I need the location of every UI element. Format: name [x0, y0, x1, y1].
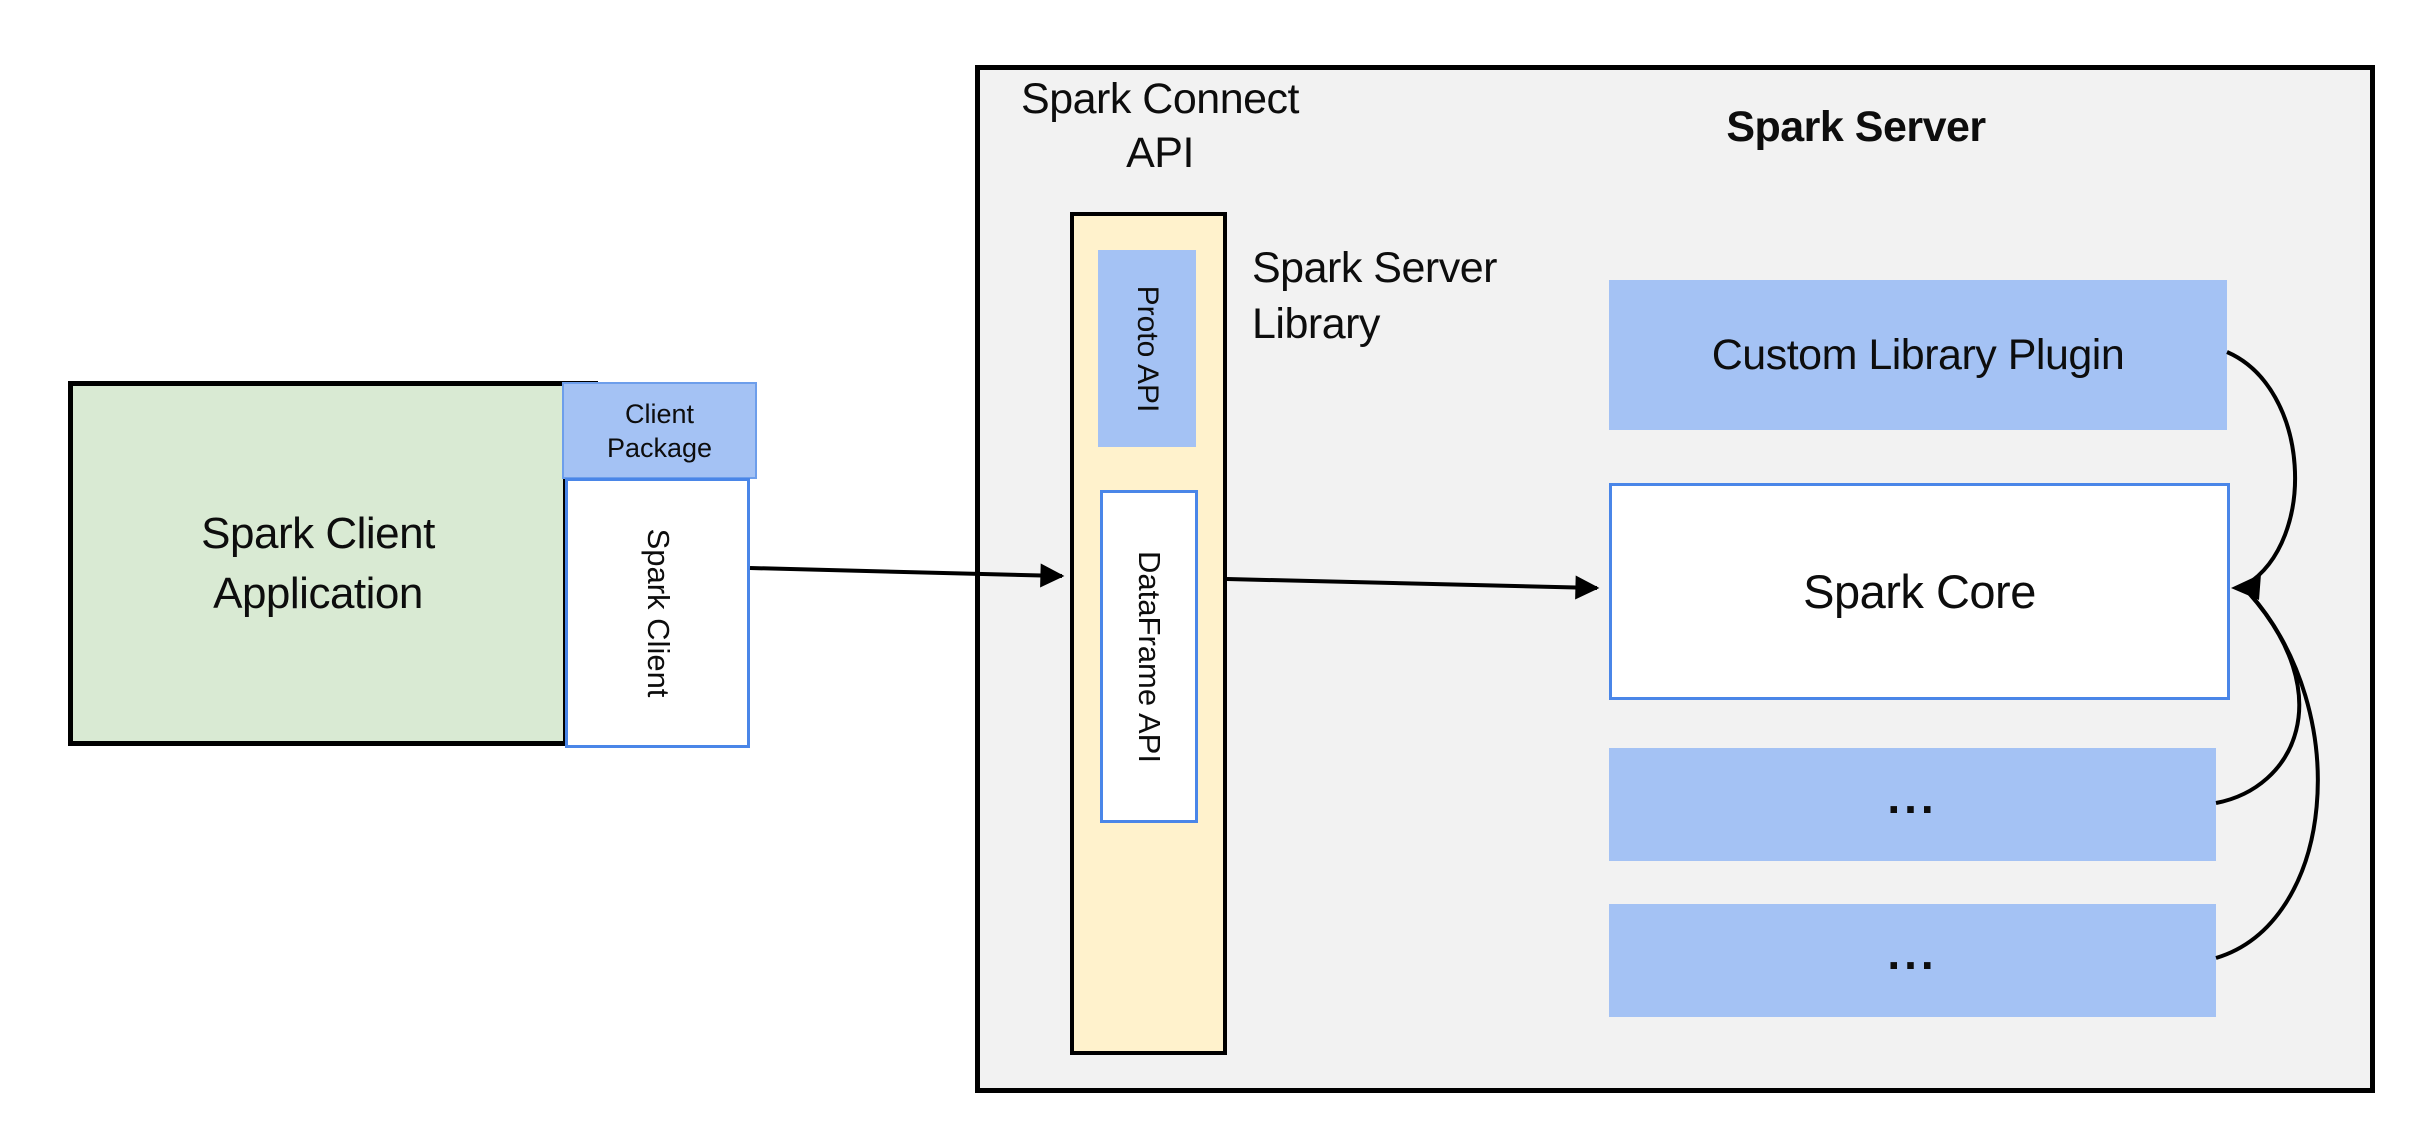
- spark-connect-api-label-line2: API: [1126, 129, 1194, 177]
- custom-library-plugin-box: Custom Library Plugin: [1609, 280, 2227, 430]
- spark-core-box: Spark Core: [1609, 483, 2230, 700]
- client-package-line2: Package: [606, 432, 713, 463]
- spark-core-label: Spark Core: [1803, 565, 2036, 618]
- spark-client-application-label: Spark Client Application: [201, 504, 435, 624]
- spark-server-library-line2: Library: [1252, 300, 1380, 348]
- spark-server-title: Spark Server: [1726, 103, 1986, 151]
- client-package-box: Client Package: [562, 382, 757, 479]
- spark-client-application-line2: Application: [213, 568, 423, 618]
- spark-server-library-label: Spark Server Library: [1252, 240, 1612, 352]
- client-package-line1: Client: [624, 398, 694, 429]
- module-placeholder-2-label: ...: [1887, 926, 1938, 979]
- dataframe-api-label: DataFrame API: [1132, 550, 1167, 763]
- custom-library-plugin-label: Custom Library Plugin: [1711, 330, 2125, 379]
- spark-connect-api-label-line1: Spark Connect: [1021, 75, 1299, 123]
- module-placeholder-1-label: ...: [1887, 770, 1938, 823]
- spark-connect-api-label: Spark Connect API: [1000, 72, 1320, 180]
- client-package-label: Client Package: [607, 397, 712, 465]
- spark-client-box: Spark Client: [565, 478, 750, 748]
- spark-client-application-line1: Spark Client: [201, 508, 435, 558]
- spark-client-label: Spark Client: [640, 528, 676, 698]
- spark-server-library-line1: Spark Server: [1252, 244, 1497, 292]
- spark-client-application-box: Spark Client Application: [68, 381, 568, 746]
- module-placeholder-box-2: ...: [1609, 904, 2216, 1017]
- proto-api-box: Proto API: [1098, 250, 1196, 447]
- proto-api-label: Proto API: [1131, 285, 1164, 412]
- module-placeholder-box-1: ...: [1609, 748, 2216, 861]
- dataframe-api-box: DataFrame API: [1100, 490, 1198, 823]
